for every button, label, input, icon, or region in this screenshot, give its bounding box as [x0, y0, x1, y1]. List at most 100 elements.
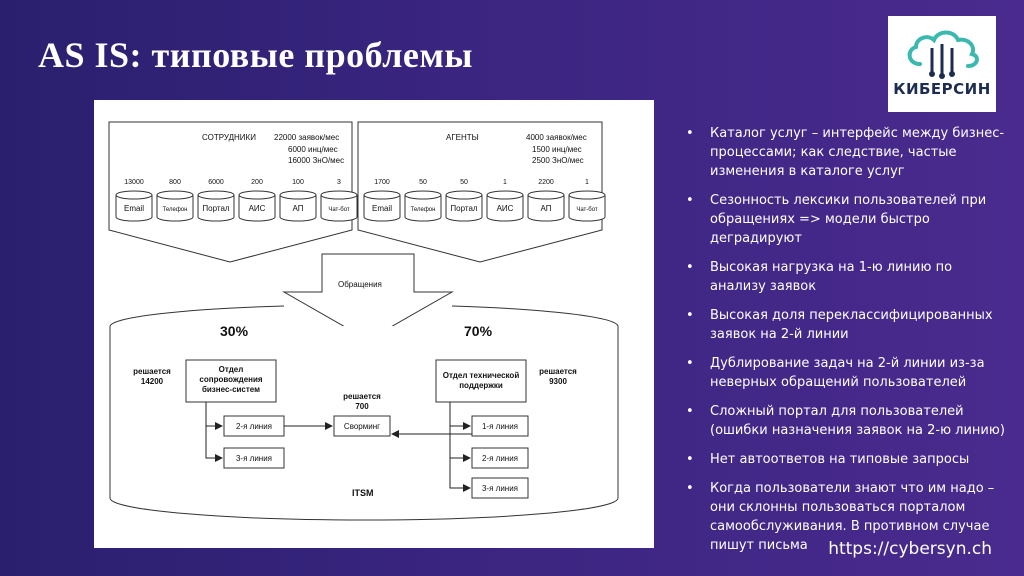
- right-line-2-box: [471, 447, 529, 469]
- slide-title: AS IS: типовые проблемы: [38, 35, 474, 75]
- itsm-pct-right: 70%: [464, 323, 493, 339]
- channel-cylinder-top: [115, 190, 153, 200]
- problem-item: Сезонность лексики пользователей при обр…: [686, 191, 1008, 248]
- text-line: Отдел: [219, 365, 244, 374]
- channel-count: 50: [419, 179, 427, 186]
- text-line: бизнес-систем: [202, 385, 260, 394]
- channel-name: АИС: [249, 204, 266, 213]
- right-line-2: 2-я линия: [482, 454, 518, 463]
- agents-sr: 2500 ЗнО/мес: [532, 156, 584, 165]
- itsm-label: ITSM: [352, 488, 374, 498]
- channel-name: АП: [293, 204, 304, 213]
- channel-cylinder: [363, 195, 401, 222]
- website-url[interactable]: https://cybersyn.ch: [828, 539, 992, 559]
- channel-name: Email: [124, 204, 144, 213]
- itsm-diagram: СОТРУДНИКИ 22000 заявок/мес 6000 инц/мес…: [94, 100, 654, 548]
- left-line-2: 2-я линия: [236, 422, 272, 431]
- problem-item: Нет автоответов на типовые запросы: [686, 450, 1008, 469]
- channel-count: 800: [169, 179, 181, 186]
- right-line-3: 3-я линия: [482, 484, 518, 493]
- employees-requests: 22000 заявок/мес: [274, 133, 339, 142]
- employees-label: СОТРУДНИКИ: [202, 133, 256, 142]
- right-line-3-box: [471, 477, 529, 499]
- channel-cylinder: [527, 195, 565, 222]
- channel-name: АП: [541, 204, 552, 213]
- dept-business-box: [185, 359, 277, 403]
- text-line: Отдел технической: [443, 371, 520, 380]
- channel-name: Портал: [202, 204, 229, 213]
- problem-list: Каталог услуг – интерфейс между бизнес-п…: [686, 124, 1008, 565]
- problem-item: Каталог услуг – интерфейс между бизнес-п…: [686, 124, 1008, 181]
- agents-block: [357, 121, 603, 263]
- text-line: 14200: [141, 377, 164, 386]
- channel-cylinder-top: [363, 190, 401, 200]
- channel-name: Email: [372, 204, 392, 213]
- channel-cylinder-top: [527, 190, 565, 200]
- dept-tech-box: [435, 359, 527, 403]
- channel-cylinder-top: [238, 190, 276, 200]
- text-line: поддержки: [459, 381, 503, 390]
- text-line: 9300: [549, 377, 567, 386]
- channel-count: 6000: [208, 179, 224, 186]
- problem-item: Высокая нагрузка на 1-ю линию по анализу…: [686, 258, 1008, 296]
- channel-cylinder-top: [445, 190, 483, 200]
- text-line: решается: [133, 367, 171, 376]
- channel-cylinder: [445, 195, 483, 222]
- channel-cylinder-top: [320, 190, 358, 200]
- channel-cylinder-top: [486, 190, 524, 200]
- channel-cylinder: [238, 195, 276, 222]
- agents-channels: 1700Email50Телефон50Портал1АИС2200АП1Чат…: [363, 179, 606, 222]
- channel-count: 50: [460, 179, 468, 186]
- channel-count: 1700: [374, 179, 390, 186]
- agents-incidents: 1500 инц/мес: [532, 145, 582, 154]
- employees-incidents: 6000 инц/мес: [288, 145, 338, 154]
- channel-name: АИС: [497, 204, 514, 213]
- channel-name: Телефон: [163, 207, 188, 213]
- channel-cylinder: [115, 195, 153, 222]
- channel-count: 200: [251, 179, 263, 186]
- text-line: сопровождения: [199, 375, 262, 384]
- problem-item: Когда пользователи знают что им надо – о…: [686, 479, 1008, 555]
- channel-cylinder-top: [156, 190, 194, 200]
- right-line-1-box: [471, 415, 529, 437]
- requests-arrow: [282, 253, 454, 341]
- channel-count: 13000: [124, 179, 144, 186]
- requests-arrow-label: Обращения: [338, 280, 382, 289]
- employees-sr: 16000 ЗнО/мес: [288, 156, 344, 165]
- channel-cylinder: [320, 195, 358, 222]
- channel-cylinder-top: [279, 190, 317, 200]
- channel-cylinder: [197, 195, 235, 222]
- channel-count: 100: [292, 179, 304, 186]
- company-logo: КИБЕРСИН: [888, 16, 996, 112]
- channel-cylinder: [404, 195, 442, 222]
- agents-requests: 4000 заявок/мес: [526, 133, 587, 142]
- swarming: Сворминг: [344, 422, 380, 431]
- channel-cylinder-top: [568, 190, 606, 200]
- channel-count: 1: [503, 179, 507, 186]
- cloud-circuit-icon: [907, 30, 979, 79]
- channel-count: 2200: [538, 179, 554, 186]
- logo-wordmark: КИБЕРСИН: [893, 80, 991, 98]
- left-line-3: 3-я линия: [236, 454, 272, 463]
- problem-item: Сложный портал для пользователей (ошибки…: [686, 402, 1008, 440]
- channel-cylinder-top: [197, 190, 235, 200]
- text-line: 700: [355, 402, 369, 411]
- left-line-3-box: [223, 447, 285, 469]
- problem-item: Дублирование задач на 2-й линии из-за не…: [686, 354, 1008, 392]
- text-line: решается: [343, 392, 381, 401]
- channel-count: 3: [337, 179, 341, 186]
- channel-count: 1: [585, 179, 589, 186]
- agents-label: АГЕНТЫ: [446, 133, 479, 142]
- swarming-box: [333, 415, 391, 437]
- channel-name: Чат-бот: [328, 207, 350, 213]
- channel-name: Телефон: [411, 207, 436, 213]
- channel-cylinder: [279, 195, 317, 222]
- channel-cylinder: [568, 195, 606, 222]
- problem-item: Высокая доля переклассифицированных заяв…: [686, 306, 1008, 344]
- right-line-1: 1-я линия: [482, 422, 518, 431]
